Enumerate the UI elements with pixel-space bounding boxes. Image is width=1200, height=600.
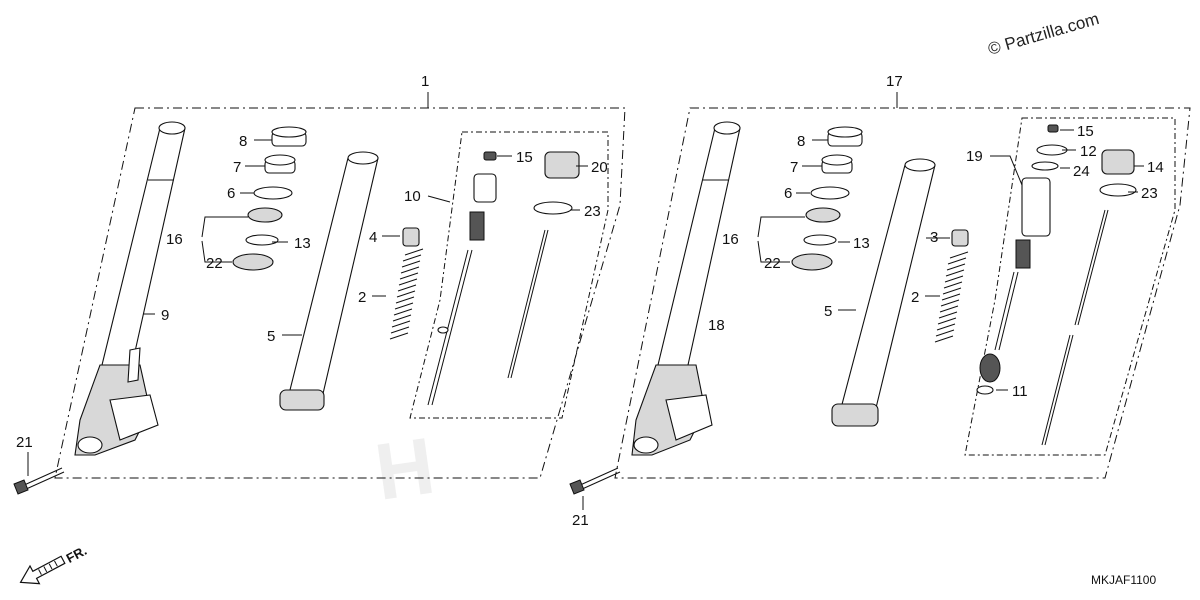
left-callout-8: 5 — [267, 328, 275, 345]
left-callout-12: 15 — [516, 149, 533, 166]
background-logo: H — [370, 421, 440, 517]
left-assembly-label: 1 — [421, 73, 429, 90]
right-callout-2: 7 — [790, 159, 798, 176]
right-seal-stack — [791, 126, 863, 271]
right-callout-7: 18 — [708, 317, 725, 334]
left-fork-assembly: 1 — [13, 73, 626, 495]
left-callout-5: 13 — [294, 235, 311, 252]
right-fork-assembly: 17 — [569, 73, 1191, 529]
right-fork-tube — [631, 121, 741, 456]
left-callout-3: 6 — [227, 185, 235, 202]
left-callout-14: 23 — [584, 203, 601, 220]
right-assembly-label: 17 — [886, 73, 903, 90]
left-callout-1: 8 — [239, 133, 247, 150]
front-direction-indicator: FR. — [19, 543, 90, 585]
right-slider-tube — [831, 158, 936, 427]
diagram-code: MKJAF1100 — [1091, 573, 1156, 587]
left-spring — [389, 227, 424, 340]
left-callout-7: 9 — [161, 307, 169, 324]
left-fork-tube — [74, 121, 186, 456]
left-callout-4: 16 — [166, 231, 183, 248]
left-callout-11: 10 — [404, 188, 421, 205]
arrow-left-icon — [19, 555, 66, 585]
right-assembly-frame — [614, 107, 1191, 479]
right-callout-5: 13 — [853, 235, 870, 252]
right-callout-10: 2 — [911, 289, 919, 306]
left-bolt — [13, 467, 65, 495]
right-callout-15: 14 — [1147, 159, 1164, 176]
right-callout-1: 8 — [797, 133, 805, 150]
left-callout-2: 7 — [233, 159, 241, 176]
right-callout-9: 3 — [930, 229, 938, 246]
right-callout-12: 15 — [1077, 123, 1094, 140]
right-callout-4: 16 — [722, 231, 739, 248]
left-seal-stack — [232, 126, 307, 271]
left-callout-15: 21 — [16, 434, 33, 451]
right-damper-cartridge — [976, 124, 1137, 446]
right-spring — [934, 229, 969, 343]
right-callout-18: 21 — [572, 512, 589, 529]
right-callout-8: 5 — [824, 303, 832, 320]
left-assembly-frame — [54, 107, 626, 479]
right-callout-11: 19 — [966, 148, 983, 165]
left-damper-rod — [427, 151, 580, 406]
right-callout-16: 23 — [1141, 185, 1158, 202]
right-callout-17: 11 — [1012, 383, 1028, 400]
left-leaders — [27, 139, 588, 476]
right-callout-3: 6 — [784, 185, 792, 202]
right-bolt — [569, 467, 621, 495]
left-callout-13: 20 — [591, 159, 608, 176]
direction-label: FR. — [64, 543, 90, 566]
background-logo-mark: H — [370, 421, 440, 517]
right-callout-14: 24 — [1073, 163, 1090, 180]
left-callout-6: 22 — [206, 255, 223, 272]
right-leaders — [582, 129, 1144, 510]
right-callout-6: 22 — [764, 255, 781, 272]
watermark-text: © Partzilla.com — [986, 9, 1101, 59]
left-damper-frame — [409, 131, 609, 419]
left-callout-9: 4 — [369, 229, 377, 246]
left-slider-tube — [279, 151, 379, 411]
right-callout-13: 12 — [1080, 143, 1097, 160]
left-callout-10: 2 — [358, 289, 366, 306]
right-damper-frame — [964, 117, 1176, 456]
